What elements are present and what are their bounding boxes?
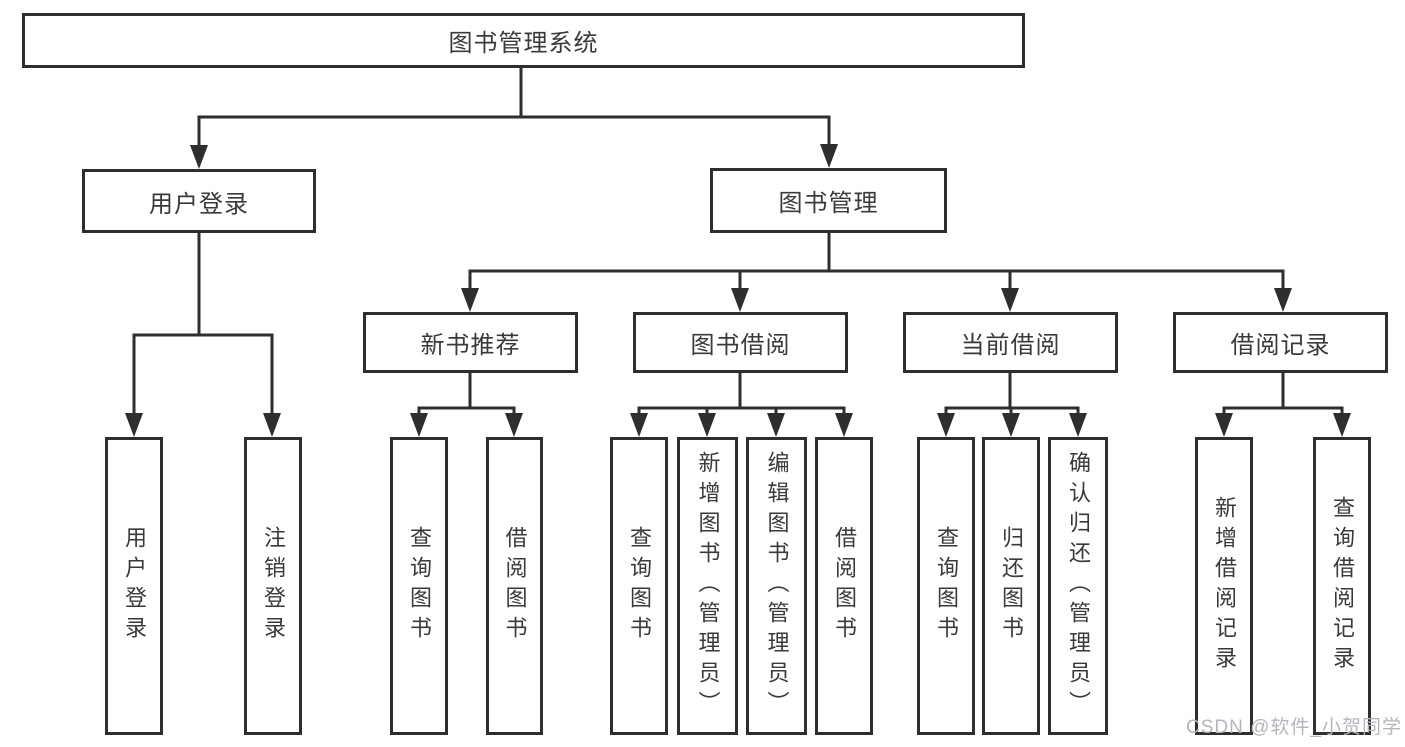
arrowhead (505, 413, 523, 437)
node-label: 查询图书 (934, 526, 959, 646)
node-current-borrow: 当前借阅 (903, 312, 1118, 373)
arrowhead (1069, 413, 1087, 437)
connector-current-borrow-children (937, 373, 1087, 437)
arrowhead (190, 145, 208, 169)
node-label: 用户登录 (149, 190, 249, 218)
node-label: 查询图书 (627, 526, 652, 646)
arrowhead (698, 413, 716, 437)
arrowhead (1215, 413, 1233, 437)
node-label: 图书借阅 (690, 332, 791, 359)
node-label: 图书管理系统 (448, 30, 599, 57)
node-label: 归还图书 (999, 526, 1024, 646)
node-new-book-recommend: 新书推荐 (363, 312, 578, 373)
node-label: 借阅记录 (1230, 332, 1331, 359)
leaf-user-login: 用户登录 (105, 437, 163, 735)
arrowhead (731, 288, 749, 312)
node-borrow-records: 借阅记录 (1173, 312, 1388, 373)
leaf-logout-login: 注销登录 (244, 437, 302, 735)
connector-book-management-to-level3 (461, 233, 1292, 312)
arrowhead (937, 413, 955, 437)
node-user-login: 用户登录 (82, 169, 316, 233)
leaf-borrow-book: 借阅图书 (815, 437, 873, 735)
leaf-edit-book-admin: 编辑图书（管理员） (746, 437, 807, 735)
arrowhead (1001, 288, 1019, 312)
node-label: 借阅图书 (502, 526, 528, 646)
arrowhead (1333, 413, 1351, 437)
node-book-borrow: 图书借阅 (633, 312, 848, 373)
connector-borrow-record-children (1215, 373, 1351, 437)
arrowhead (125, 413, 143, 437)
leaf-return-book: 归还图书 (982, 437, 1040, 735)
node-label: 新增图书（管理员） (695, 451, 721, 721)
arrowhead (767, 413, 785, 437)
node-label: 新书推荐 (420, 332, 521, 359)
leaf-add-book-admin: 新增图书（管理员） (677, 437, 738, 735)
node-label: 查询借阅记录 (1330, 496, 1355, 676)
arrowhead (820, 144, 838, 168)
leaf-query-book-recommend: 查询图书 (390, 437, 448, 735)
leaf-add-borrow-record: 新增借阅记录 (1195, 437, 1253, 735)
arrowhead (1274, 288, 1292, 312)
arrowhead (263, 413, 281, 437)
leaf-query-book-current: 查询图书 (917, 437, 975, 735)
node-label: 借阅图书 (832, 526, 857, 646)
arrowhead (461, 288, 479, 312)
leaf-confirm-return-admin: 确认归还（管理员） (1048, 437, 1108, 735)
connector-root-to-level2 (190, 66, 838, 169)
node-label: 编辑图书（管理员） (764, 451, 790, 721)
leaf-borrow-book-recommend: 借阅图书 (486, 437, 543, 735)
arrowhead (410, 413, 428, 437)
arrowhead (630, 413, 648, 437)
node-label: 图书管理 (778, 190, 879, 217)
arrowhead (1002, 413, 1020, 437)
leaf-query-borrow-record: 查询借阅记录 (1313, 437, 1371, 735)
leaf-query-book-borrow: 查询图书 (610, 437, 668, 735)
node-label: 新增借阅记录 (1212, 496, 1237, 676)
connector-book-borrow-children (630, 373, 853, 437)
connector-user-login-children (125, 233, 281, 437)
arrowhead (835, 413, 853, 437)
watermark: CSDN @软件_小贺同学 (1186, 717, 1402, 738)
node-label: 确认归还（管理员） (1066, 451, 1091, 721)
node-label: 注销登录 (261, 526, 286, 646)
node-label: 当前借阅 (960, 332, 1061, 359)
connector-new-book-recommend-children (410, 373, 523, 437)
node-label: 查询图书 (407, 526, 432, 646)
node-book-management: 图书管理 (710, 168, 947, 233)
node-label: 用户登录 (122, 526, 147, 646)
node-root: 图书管理系统 (22, 13, 1025, 68)
